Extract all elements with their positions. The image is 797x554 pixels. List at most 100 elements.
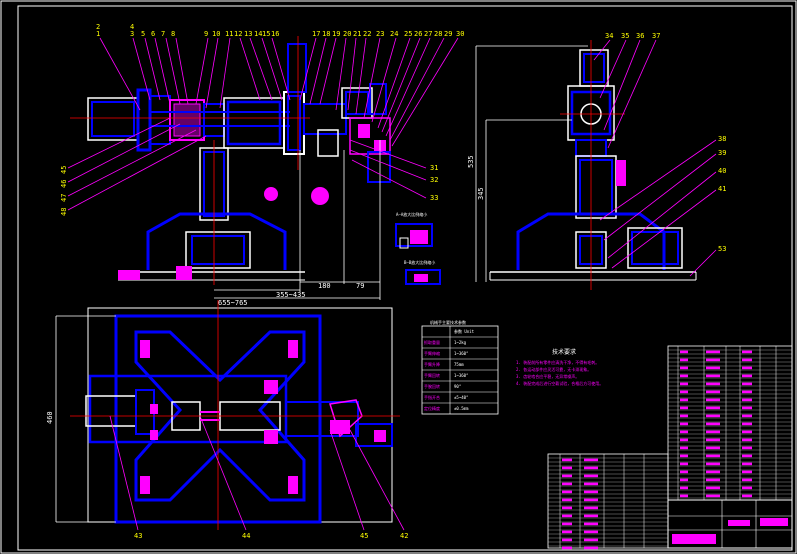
parts-list-entry	[562, 514, 572, 518]
parts-list-entry	[706, 374, 720, 378]
parts-list-entry	[562, 506, 572, 510]
balloon-37: 37	[652, 32, 660, 40]
balloon-25: 25	[404, 30, 412, 38]
parts-list-entry	[706, 382, 720, 386]
parts-list-entry	[742, 422, 752, 426]
parts-list-entry	[742, 486, 752, 490]
param-row-label: 定位精度	[424, 405, 440, 411]
tech-line-4: 4. 装配完成后进行空载试验，合格后方可使用。	[516, 380, 603, 386]
parts-list-entry	[680, 358, 688, 362]
title-block-frame	[667, 499, 793, 549]
balloon-43: 43	[134, 532, 142, 540]
dim-side-h1: 535	[467, 155, 475, 168]
parts-list-entry	[742, 470, 752, 474]
parts-list-entry	[584, 506, 598, 510]
base-frame	[146, 212, 287, 270]
balloon-15: 15	[262, 30, 270, 38]
parts-list-entry	[706, 478, 720, 482]
plan-leaders	[109, 415, 405, 531]
parts-list-entry	[562, 458, 572, 462]
top-post	[287, 43, 307, 93]
parts-list-entry	[742, 390, 752, 394]
parts-list-entry	[706, 422, 720, 426]
param-row-label: 手臂升降	[424, 361, 440, 367]
title-block	[667, 499, 793, 549]
param-table-title: 机械手主要技术参数	[430, 319, 466, 325]
parts-list-entry	[680, 366, 688, 370]
parts-list-entry	[584, 546, 598, 550]
parts-list-entry	[562, 546, 572, 550]
parts-list-entry	[584, 490, 598, 494]
balloon-39: 39	[718, 149, 726, 157]
motor-a	[264, 187, 278, 201]
param-row-value: 1~360°	[454, 373, 468, 378]
parts-list-entry	[562, 522, 572, 526]
balloon-28: 28	[434, 30, 442, 38]
balloon-42: 42	[400, 532, 408, 540]
balloon-29: 29	[444, 30, 452, 38]
parts-list-entry	[742, 494, 752, 498]
balloon-3: 3	[130, 30, 134, 38]
balloon-18: 18	[322, 30, 330, 38]
parts-list-entry	[584, 482, 598, 486]
parts-list-entry	[742, 398, 752, 402]
parts-list-entry	[680, 478, 688, 482]
gripper-jaw	[349, 117, 391, 155]
parts-list-entry	[742, 382, 752, 386]
dim-plan-h: 460	[46, 411, 54, 424]
tech-title: 技术要求	[552, 348, 576, 356]
section-a-label: A—A放大比例缩小	[396, 211, 427, 217]
balloon-4: 4	[130, 23, 134, 31]
inner-frame	[17, 5, 793, 551]
param-row-value: 参数 Unit	[454, 328, 475, 334]
param-row-label: 手臂伸缩	[424, 350, 440, 356]
parts-list-entry	[742, 366, 752, 370]
tech-line-2: 2. 各运动部件应灵活可靠，无卡滞现象。	[516, 366, 591, 372]
parts-list-entry	[706, 350, 720, 354]
balloon-32: 32	[430, 176, 438, 184]
parts-list-entry	[742, 478, 752, 482]
parts-list-entry	[742, 406, 752, 410]
parts-list-entry	[680, 406, 688, 410]
parts-list-entry	[680, 430, 688, 434]
balloon-21: 21	[353, 30, 361, 38]
parts-list-entry	[562, 538, 572, 542]
parts-list-entry	[562, 498, 572, 502]
parts-list-entry	[680, 470, 688, 474]
parts-list-entry	[680, 414, 688, 418]
dim-side-h2: 345	[477, 187, 485, 200]
parts-list-entry	[742, 414, 752, 418]
plan-outline	[87, 307, 393, 523]
balloon-53: 53	[718, 245, 726, 253]
balloon-35: 35	[621, 32, 629, 40]
parts-list-entry	[680, 454, 688, 458]
parts-list-entry	[706, 430, 720, 434]
parts-list-entry	[706, 470, 720, 474]
parts-list-entry	[706, 454, 720, 458]
balloon-6: 6	[151, 30, 155, 38]
front-leaders	[67, 37, 459, 211]
parts-list	[547, 345, 793, 550]
parts-list-entry	[680, 486, 688, 490]
param-row-value: 1~360°	[454, 351, 468, 356]
balloon-24: 24	[390, 30, 398, 38]
parts-list-entry	[584, 522, 598, 526]
parts-list-entry	[680, 382, 688, 386]
motor-b	[311, 187, 329, 205]
balloon-26: 26	[414, 30, 422, 38]
balloon-31: 31	[430, 164, 438, 172]
parts-list-entry	[742, 462, 752, 466]
balloon-27: 27	[424, 30, 432, 38]
dim-front-span2: 655~765	[218, 299, 248, 307]
param-row-label: 手腕回转	[424, 383, 440, 389]
parts-list-entry	[680, 462, 688, 466]
balloon-8: 8	[171, 30, 175, 38]
dim-front-span: 355~435	[276, 291, 306, 299]
parts-list-entry	[680, 398, 688, 402]
title-block-entry	[728, 520, 750, 526]
balloon-45a: 45	[60, 166, 68, 174]
parts-list-entry	[742, 454, 752, 458]
balloon-48a: 48	[60, 208, 68, 216]
